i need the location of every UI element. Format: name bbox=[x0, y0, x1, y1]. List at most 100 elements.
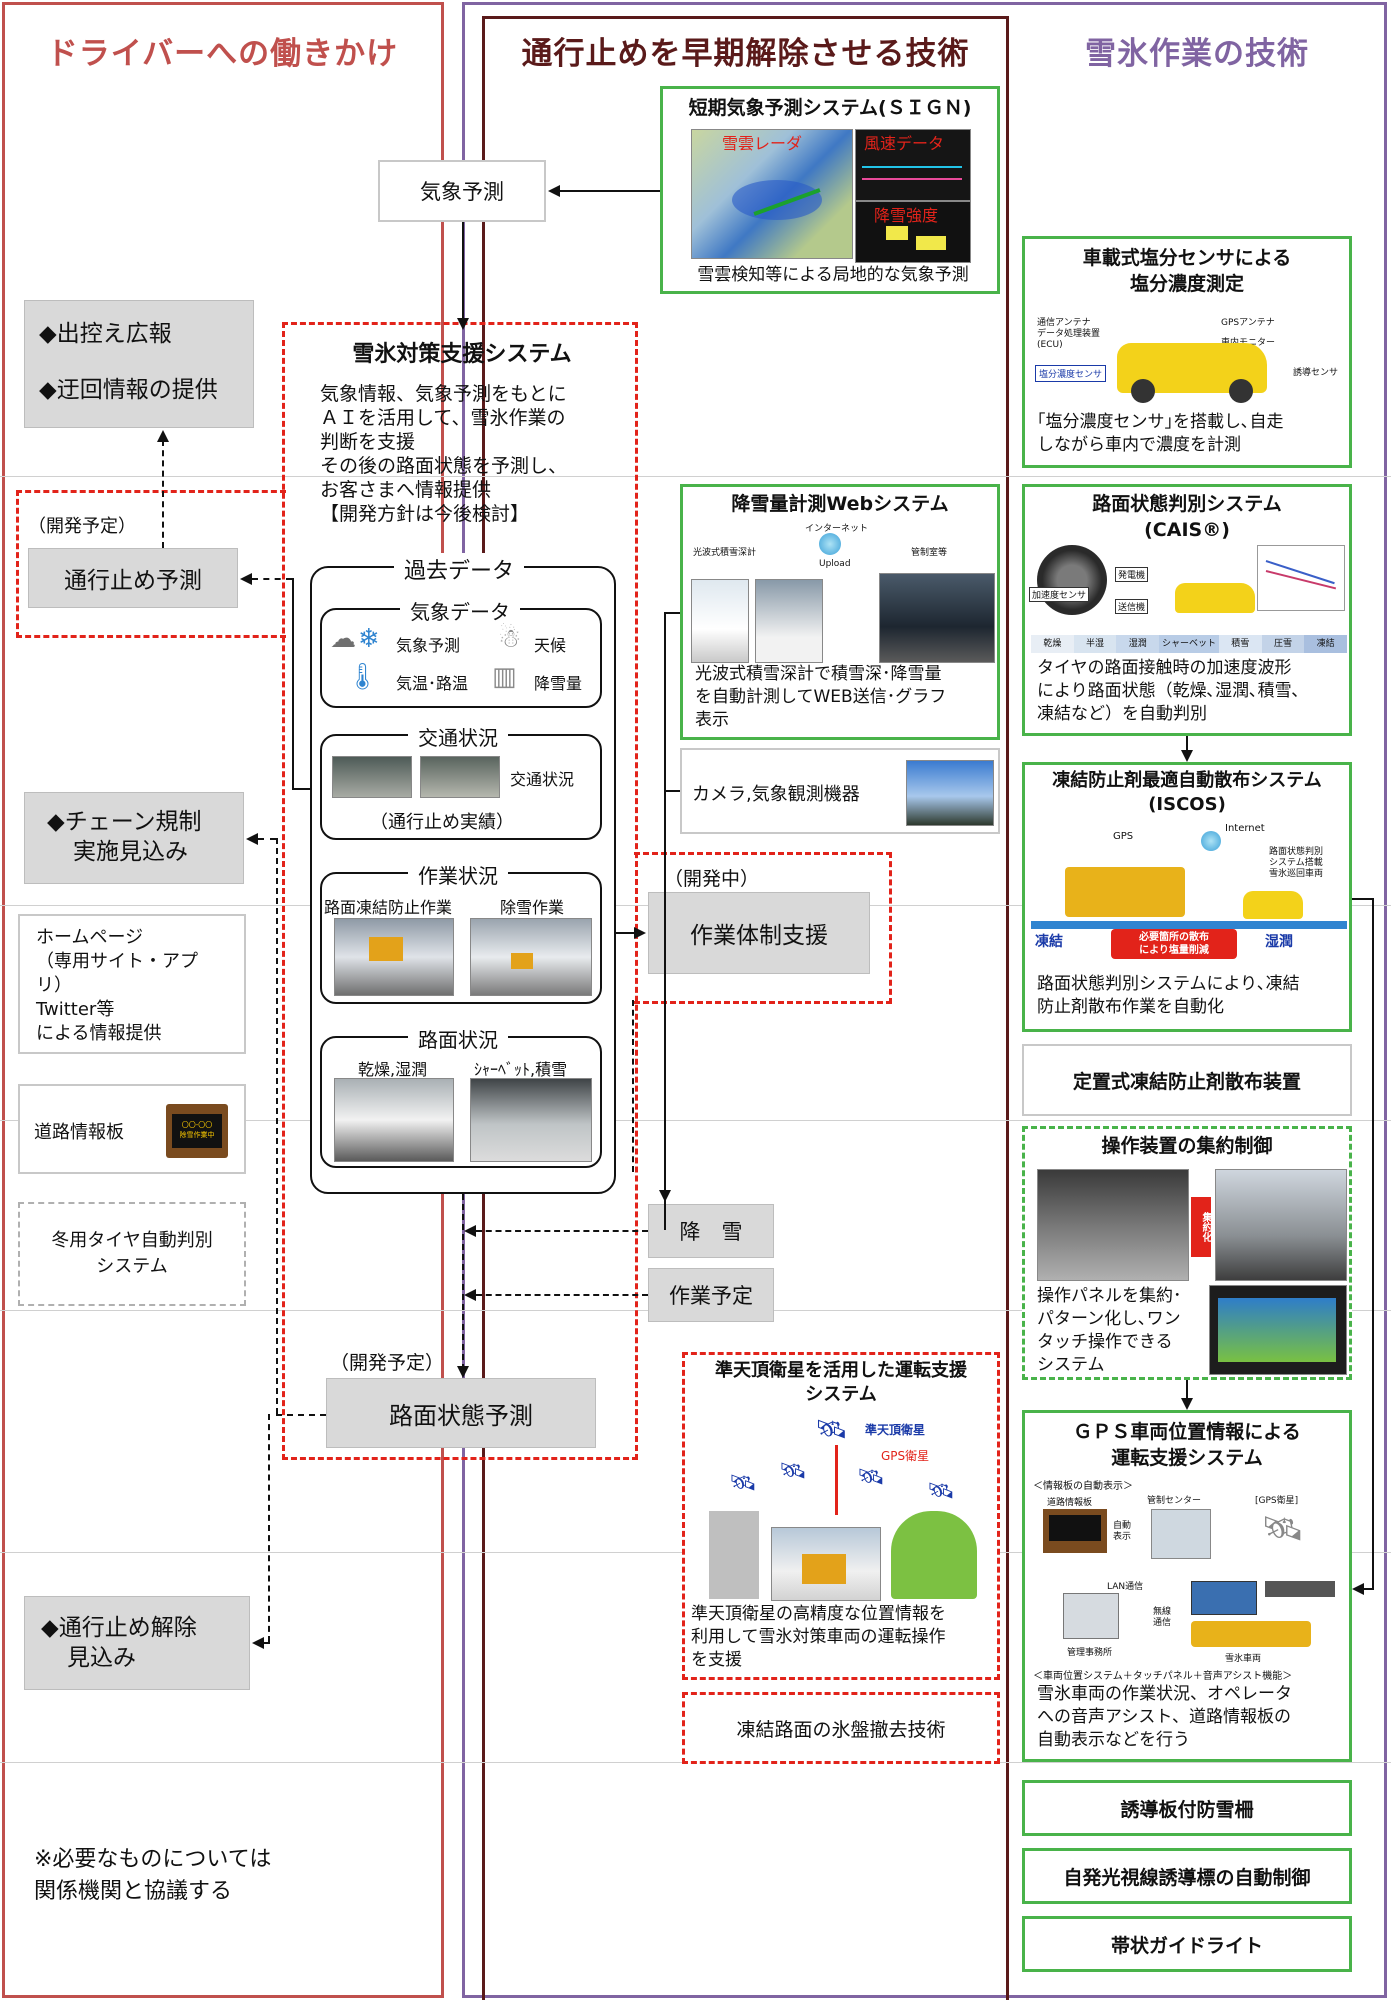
support-system-extension bbox=[634, 852, 892, 1004]
lift-line2: 見込み bbox=[67, 1645, 136, 1671]
weather-forecast-box: 気象予測 bbox=[378, 160, 546, 222]
panel-integration-box: 操作装置の集約制御 集約化 操作パネルを集約･ パターン化し､ワン タッチ操作で… bbox=[1022, 1126, 1352, 1380]
connector bbox=[1186, 1380, 1188, 1398]
iscos-wet-label: 湿潤 bbox=[1265, 934, 1293, 950]
arrow-down bbox=[457, 1366, 469, 1378]
iscos-caption: 路面状態判別システムにより､凍結 防止剤散布作業を自動化 bbox=[1037, 974, 1300, 1017]
panel-arrow: 集約化 bbox=[1191, 1197, 1211, 1257]
gps-satellite-icon: 🛰 bbox=[779, 1459, 807, 1484]
connector bbox=[664, 612, 680, 614]
early-column-title: 通行止めを早期解除させる技術 bbox=[521, 36, 970, 72]
weather-instrument-photo bbox=[906, 760, 994, 826]
connector-dashed bbox=[268, 1414, 270, 1642]
snow-gauge-photo-2 bbox=[755, 579, 823, 663]
gps-wireless-label: 無線 通信 bbox=[1153, 1607, 1172, 1628]
road-surface bbox=[1031, 921, 1347, 929]
traffic-title: 交通状況 bbox=[408, 722, 508, 751]
traffic-camera-photo-2 bbox=[420, 756, 500, 798]
gps-sub2: ＜車両位置システム＋タッチパネル＋音声アシスト機能＞ bbox=[1033, 1671, 1293, 1682]
snow-fence-box: 誘導板付防雪柵 bbox=[1022, 1780, 1352, 1836]
arrow-left bbox=[464, 1289, 476, 1301]
iscos-title: 凍結防止剤最適自動散布システム (ISCOS) bbox=[1052, 770, 1322, 815]
gps-satellite-icon: 🛰 bbox=[1261, 1509, 1305, 1549]
salt-label-antenna: 通信アンテナ bbox=[1037, 318, 1091, 328]
thermometer-icon: 🌡 bbox=[346, 662, 380, 692]
sign-system-box: 短期気象予測システム(ＳＩＧＮ) 雪雲レーダ 風速データ 降雪強度 雪雲検知等に… bbox=[660, 86, 1000, 294]
road-board-label: 道路情報板 bbox=[34, 1122, 124, 1143]
wheel-icon bbox=[1131, 379, 1155, 403]
connector-dashed bbox=[632, 1000, 634, 1172]
cais-label-generator: 発電機 bbox=[1115, 567, 1149, 582]
salt-label-sensor: 塩分濃度センサ bbox=[1035, 365, 1107, 382]
mountain-icon bbox=[891, 1511, 977, 1599]
arrow-down bbox=[659, 1190, 671, 1202]
lift-line1: ◆通行止め解除 bbox=[41, 1615, 197, 1641]
weather-data-box bbox=[320, 608, 602, 708]
closure-forecast-box: 通行止め予測 bbox=[28, 548, 238, 608]
internet-globe-icon bbox=[819, 533, 841, 555]
qzs-label: 準天頂衛星 bbox=[865, 1423, 926, 1437]
panel-caption: 操作パネルを集約･ パターン化し､ワン タッチ操作できる システム bbox=[1037, 1286, 1182, 1375]
connector-dashed bbox=[258, 838, 276, 840]
web-caption: 光波式積雪深計で積雪深･降雪量 を自動計測してWEB送信･グラフ 表示 bbox=[695, 664, 947, 730]
wd-weather-label: 天候 bbox=[534, 636, 567, 655]
road-board-box: 道路情報板 〇〇-〇〇 除雪作業中 bbox=[18, 1084, 246, 1174]
sign-caption: 雪雲検知等による局地的な気象予測 bbox=[697, 265, 969, 285]
office-pc-icon bbox=[1063, 1593, 1119, 1639]
camera-label: カメラ,気象観測機器 bbox=[692, 784, 860, 805]
gps-center-label: 管制センター bbox=[1147, 1496, 1202, 1506]
cloud-snow-icon: ☁ bbox=[330, 624, 356, 654]
gps-sat-label: GPS衛星 bbox=[881, 1449, 930, 1463]
cais-box: 路面状態判別システム (CAIS®) 加速度センサ 発電機 送信機 乾燥 半湿 … bbox=[1022, 484, 1352, 736]
web-info-box: ホームページ （専用サイト・アプリ） Twitter等 による情報提供 bbox=[18, 914, 246, 1054]
qzs-satellite-icon: 🛰 bbox=[815, 1415, 849, 1445]
work-removal-label: 除雪作業 bbox=[500, 898, 565, 917]
iscos-callout: 必要箇所の散布 により塩量削減 bbox=[1111, 929, 1237, 959]
refrain-publicity: ◆出控え広報 bbox=[39, 321, 172, 347]
road-forecast-box: 路面状態予測 bbox=[326, 1378, 596, 1448]
snowfall-intensity-grid: 降雪強度 bbox=[855, 201, 971, 263]
weather-data-label: 気象データ bbox=[400, 596, 520, 625]
wd-temp-label: 気温･路温 bbox=[396, 674, 469, 693]
gps-lan-label: LAN通信 bbox=[1107, 1582, 1144, 1592]
work-plan-box: 作業予定 bbox=[648, 1268, 774, 1322]
connector bbox=[616, 932, 636, 934]
cais-vehicle-icon bbox=[1175, 583, 1255, 613]
chain-regulation-box: ◆チェーン規制 実施見込み bbox=[24, 792, 244, 884]
connector-dashed bbox=[276, 1414, 326, 1416]
connector-dashed bbox=[462, 1194, 464, 1370]
qzs-signal bbox=[835, 1445, 838, 1515]
gps-satellite-icon: 🛰 bbox=[927, 1479, 955, 1504]
arrow-down bbox=[1181, 1398, 1193, 1410]
connector-dashed bbox=[476, 1294, 648, 1296]
road-snow-photo bbox=[470, 1078, 592, 1162]
camera-box: カメラ,気象観測機器 bbox=[680, 748, 1000, 834]
salt-label-ecu: データ処理装置 (ECU) bbox=[1037, 329, 1101, 350]
control-room-photo bbox=[879, 573, 995, 663]
tire-icon bbox=[1037, 545, 1107, 615]
wind-label: 風速データ bbox=[864, 134, 945, 153]
driver-cabin-photo bbox=[1215, 1169, 1347, 1281]
iscos-internet-label: Internet bbox=[1225, 823, 1265, 834]
connector bbox=[560, 190, 660, 192]
snowfall-web-box: 降雪量計測Webシステム インターネット 光波式積雪深計 Upload 管制室等… bbox=[680, 484, 1000, 740]
salt-label-induction: 誘導センサ bbox=[1293, 368, 1339, 378]
connector bbox=[1364, 1588, 1374, 1590]
publicity-box: ◆出控え広報 ◆迂回情報の提供 bbox=[24, 300, 254, 428]
connector bbox=[292, 788, 310, 790]
salt-label-gps: GPSアンテナ bbox=[1221, 318, 1275, 328]
iscos-box: 凍結防止剤最適自動散布システム (ISCOS) GPS Internet 路面状… bbox=[1022, 762, 1352, 1032]
arrow-up bbox=[157, 430, 169, 442]
wheel-icon bbox=[1229, 379, 1253, 403]
iscos-frozen-label: 凍結 bbox=[1035, 934, 1063, 950]
gps-satellite-icon: 🛰 bbox=[729, 1471, 757, 1496]
sign-title: 短期気象予測システム(ＳＩＧＮ) bbox=[688, 97, 972, 119]
arrow-left bbox=[1352, 1583, 1364, 1595]
touch-panel-photo bbox=[1209, 1285, 1347, 1375]
iscos-vehicle-label: 路面状態判別 システム搭載 雪氷巡回車両 bbox=[1269, 847, 1324, 879]
road-dry-photo bbox=[334, 1078, 454, 1162]
connector bbox=[1186, 736, 1188, 752]
gps-support-box: ＧＰＳ車両位置情報による 運転支援システム ＜情報板の自動表示＞ 道路情報板 管… bbox=[1022, 1410, 1352, 1762]
guide-light-box: 帯状ガイドライト bbox=[1022, 1916, 1352, 1972]
fixed-spray-box: 定置式凍結防止剤散布装置 bbox=[1022, 1044, 1352, 1116]
